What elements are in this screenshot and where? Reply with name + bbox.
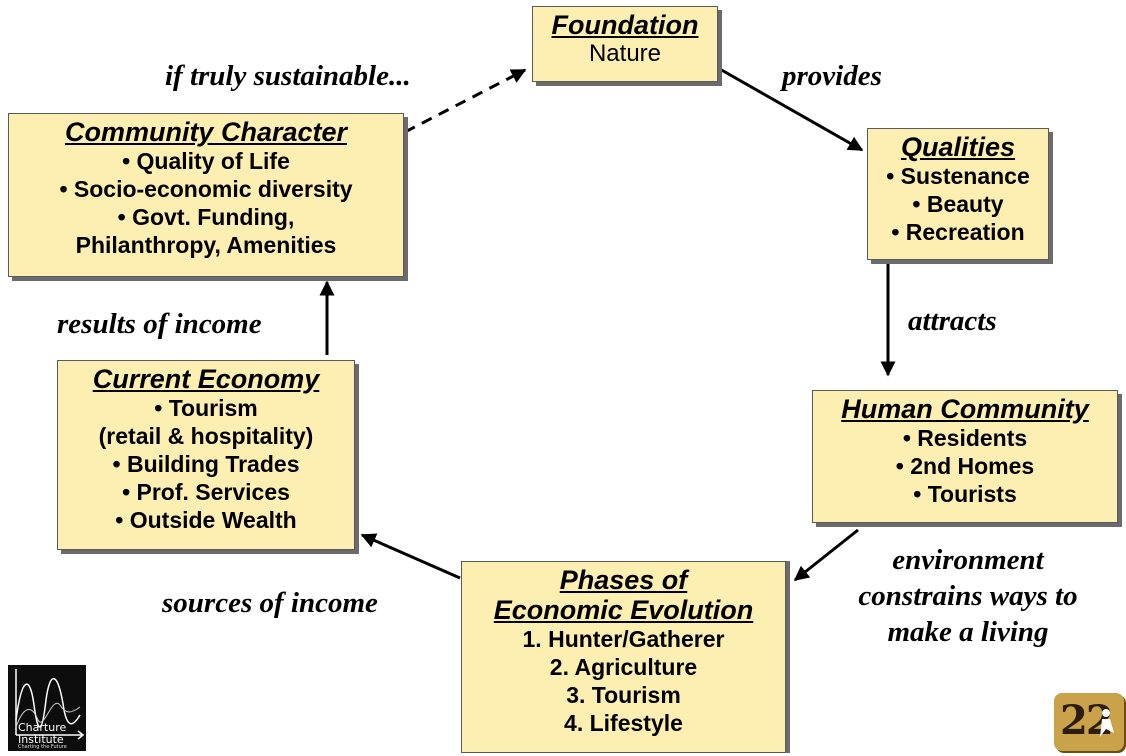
label-sources-of-income: sources of income [162,587,378,619]
qualities-title: Qualities [900,132,1016,162]
charture-logo-tagline: Charting the Future [18,744,67,750]
label-results-of-income: results of income [57,308,262,340]
label-environment-constrains: environment constrains ways to make a li… [828,542,1108,650]
human-community-box: Human Community • Residents • 2nd Homes … [812,390,1118,523]
phases-title: Economic Evolution [493,595,754,625]
human-community-title: Human Community [841,394,1089,424]
arrow-phases-to-economy [360,533,461,580]
badge-22-logo: 22 [1054,693,1124,751]
community-character-line: Philanthropy, Amenities [75,232,337,258]
phases-line: 4. Lifestyle [564,710,683,736]
charture-institute-logo: Charture Institute Charting the Future [8,665,86,751]
charture-logo-text: Charture [18,721,67,734]
current-economy-line: • Tourism [154,395,258,421]
qualities-box: Qualities • Sustenance • Beauty • Recrea… [867,128,1049,260]
current-economy-line: (retail & hospitality) [98,423,314,449]
arrow-human-to-phases [793,528,859,582]
arrow-foundation-to-qualities [717,66,864,152]
charture-logo-text: Institute [18,733,64,746]
label-provides: provides [782,60,882,92]
qualities-line: • Beauty [912,191,1004,217]
current-economy-title: Current Economy [92,364,320,394]
community-character-line: • Socio-economic diversity [59,176,353,202]
human-community-line: • 2nd Homes [895,453,1035,479]
phases-line: 3. Tourism [566,682,681,708]
human-community-line: • Residents [902,425,1028,451]
label-environment-line: constrains ways to [858,580,1078,612]
community-character-line: • Quality of Life [122,148,290,174]
current-economy-line: • Outside Wealth [115,507,297,533]
community-character-line: • Govt. Funding, [117,204,295,230]
label-environment-line: make a living [887,616,1049,648]
human-community-line: • Tourists [913,481,1017,507]
current-economy-box: Current Economy • Tourism (retail & hosp… [57,360,355,550]
cowboy-rider-icon [1100,709,1114,737]
community-character-title: Community Character [64,117,348,147]
phases-line: 1. Hunter/Gatherer [522,626,725,652]
phases-line: 2. Agriculture [549,654,698,680]
phases-title: Phases of [559,565,688,595]
qualities-line: • Sustenance [886,163,1030,189]
foundation-box: Foundation Nature [532,6,718,82]
community-character-box: Community Character • Quality of Life • … [8,113,404,277]
current-economy-line: • Building Trades [112,451,300,477]
foundation-title: Foundation [551,10,699,40]
label-environment-line: environment [892,544,1044,576]
phases-box: Phases of Economic Evolution 1. Hunter/G… [461,561,786,753]
current-economy-line: • Prof. Services [122,479,290,505]
label-if-truly-sustainable: if truly sustainable... [165,60,411,92]
arrow-character-to-foundation [404,68,527,134]
label-attracts: attracts [908,305,997,337]
charture-logo-graphic [15,669,85,740]
foundation-line: Nature [588,40,662,67]
qualities-line: • Recreation [891,219,1025,245]
